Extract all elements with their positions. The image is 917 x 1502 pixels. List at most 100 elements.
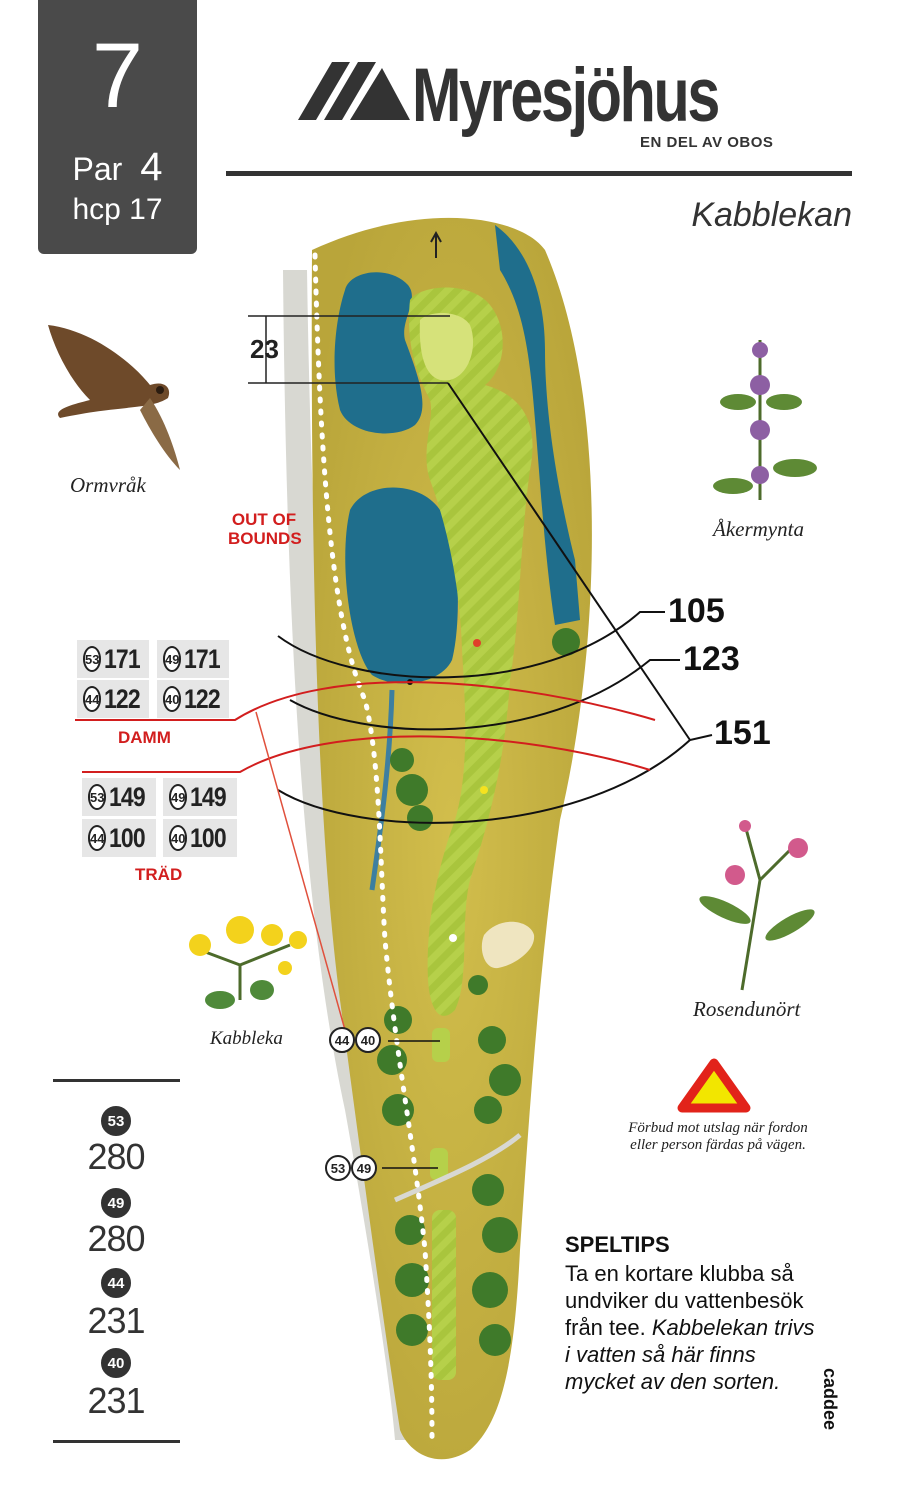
distance-value: 171 xyxy=(184,643,221,674)
creek xyxy=(495,225,580,625)
distance-value: 100 xyxy=(190,822,227,853)
out-of-bounds-line xyxy=(312,252,435,1443)
hazard-label-trad: TRÄD xyxy=(135,865,183,884)
distance-value: 149 xyxy=(109,781,146,812)
par-line: Par 4 xyxy=(38,145,197,190)
cart-path xyxy=(393,1133,522,1203)
bird-icon xyxy=(48,325,180,470)
tee-chip: 40 xyxy=(169,825,188,851)
hazard-link-line xyxy=(255,711,346,1031)
tee-length-value: 231 xyxy=(87,1380,145,1421)
caption-rosendunort: Rosendunört xyxy=(693,997,801,1021)
yardage-arc-123 xyxy=(289,659,680,731)
trees xyxy=(377,628,580,1356)
tee-chip: 44 xyxy=(329,1027,355,1053)
hazard-distance: 44 122 xyxy=(77,680,149,718)
caption-bird: Ormvråk xyxy=(70,473,146,497)
distance-value: 100 xyxy=(109,822,146,853)
hazard-arc-damm xyxy=(75,681,656,721)
tee-chip: 53 xyxy=(325,1155,351,1181)
marker-red xyxy=(473,639,481,647)
tee-box xyxy=(432,1210,456,1380)
caption-mint: Åkermynta xyxy=(713,517,804,541)
hazard-label-damm: DAMM xyxy=(118,728,171,747)
yardage-123: 123 xyxy=(683,640,740,678)
hazard-distance: 44 100 xyxy=(82,819,156,857)
header-divider xyxy=(226,171,852,176)
warning-triangle-icon xyxy=(677,1058,751,1113)
rosendunort-plant-icon xyxy=(699,820,815,991)
tee-chip: 49 xyxy=(169,784,188,810)
tee-chip: 44 xyxy=(101,1268,131,1298)
tip-text: Ta en kortare klubba så undviker du vatt… xyxy=(565,1260,815,1395)
ditch xyxy=(369,689,395,891)
hazard-distance: 40 100 xyxy=(163,819,237,857)
tee-length-chip: 53 xyxy=(101,1106,131,1136)
distance-value: 122 xyxy=(184,683,221,714)
course-name: Kabblekan xyxy=(691,196,852,234)
warning-text: Förbud mot utslag när fordon eller perso… xyxy=(628,1120,808,1153)
credit-caddee: caddee xyxy=(820,1368,840,1431)
hazard-distance: 53 171 xyxy=(77,640,149,678)
caption-kabbleka: Kabbleka xyxy=(210,1028,283,1049)
pond-top xyxy=(334,272,423,434)
tee-length-chip: 44 xyxy=(101,1268,131,1298)
tee-chip: 53 xyxy=(83,646,102,672)
tee-length-value: 280 xyxy=(87,1218,145,1259)
yardage-arc-105 xyxy=(277,611,665,679)
brand-subtitle: EN DEL AV OBOS xyxy=(640,134,774,151)
tee-box xyxy=(432,1028,450,1062)
tee-chip: 40 xyxy=(101,1348,131,1378)
tee-length-value: 280 xyxy=(87,1136,145,1177)
divider xyxy=(53,1440,180,1443)
yardage-105: 105 xyxy=(668,592,725,630)
marker-white xyxy=(449,934,457,942)
tee-chip: 40 xyxy=(355,1027,381,1053)
tee-length-chip: 49 xyxy=(101,1188,131,1218)
divider xyxy=(53,1079,180,1082)
par-label: Par xyxy=(72,151,123,187)
hazard-distance: 49 149 xyxy=(163,778,237,816)
tip-body: Ta en kortare klubba så undviker du vatt… xyxy=(565,1261,804,1340)
distance-value: 171 xyxy=(104,643,141,674)
tee-chip: 49 xyxy=(163,646,182,672)
road xyxy=(283,270,420,1440)
hazard-distance: 49 171 xyxy=(157,640,229,678)
kabbleka-flower-icon xyxy=(189,916,307,1009)
north-arrow-icon xyxy=(430,230,442,258)
brand-logo-icon xyxy=(298,62,410,120)
bunker xyxy=(481,921,535,969)
brand-name: Myresjöhus xyxy=(412,53,720,138)
tee-chip: 40 xyxy=(163,686,182,712)
green-depth: 23 xyxy=(250,334,279,364)
fairway xyxy=(409,287,533,1016)
hazard-distance: 40 122 xyxy=(157,680,229,718)
tip-title: SPELTIPS xyxy=(565,1232,670,1257)
green-depth-bracket xyxy=(248,315,450,384)
tee-chip: 49 xyxy=(351,1155,377,1181)
tee-length-chip: 40 xyxy=(101,1348,131,1378)
green-to-151-line xyxy=(447,382,691,741)
tee-marker-53-49: 53 49 xyxy=(325,1155,377,1181)
tee-length-value: 231 xyxy=(87,1300,145,1341)
par-value: 4 xyxy=(140,145,163,189)
tee-box xyxy=(430,1148,448,1180)
mint-plant-icon xyxy=(713,340,817,500)
hole-number: 7 xyxy=(91,25,144,127)
green xyxy=(419,313,474,381)
tee-marker-44-40: 44 40 xyxy=(329,1027,381,1053)
hole-info-box: 7 Par 4 hcp 17 xyxy=(38,0,197,254)
distance-value: 149 xyxy=(190,781,227,812)
yardage-arc-151 xyxy=(277,734,713,824)
hcp-value: hcp 17 xyxy=(72,193,163,226)
out-of-bounds-label: OUT OF BOUNDS xyxy=(228,510,302,548)
pond-main xyxy=(345,487,458,684)
tee-chip: 44 xyxy=(83,686,102,712)
tee-chip: 53 xyxy=(101,1106,131,1136)
tip-italic: Kabbelekan trivs i vatten så här finns m… xyxy=(565,1315,815,1394)
yardage-151: 151 xyxy=(714,714,771,752)
out-of-bounds-line2: BOUNDS xyxy=(228,529,302,548)
tee-chip: 49 xyxy=(101,1188,131,1218)
out-of-bounds-line1: OUT OF xyxy=(231,510,297,529)
